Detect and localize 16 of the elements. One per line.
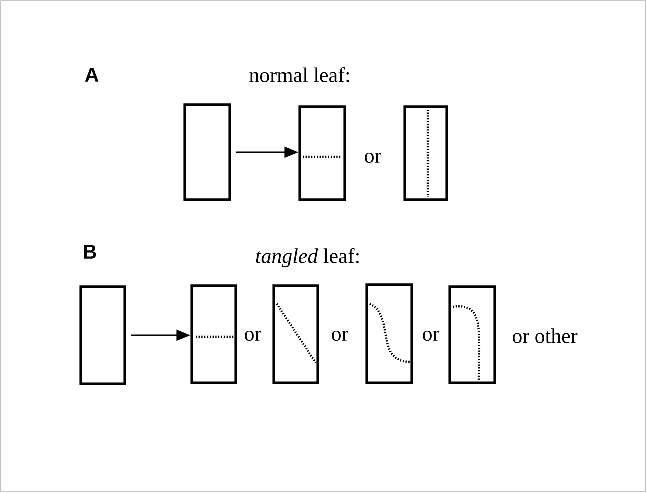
panel-letter: B xyxy=(84,245,96,259)
leaf-box xyxy=(298,106,346,202)
or-label: or xyxy=(245,330,262,342)
leaf-box xyxy=(190,284,238,384)
panel-title: normal leaf: xyxy=(250,67,350,82)
leaf-box xyxy=(272,284,320,384)
panel-letter: A xyxy=(85,68,99,82)
leaf-box xyxy=(448,286,496,384)
or-label: or xyxy=(332,330,349,342)
leaf-box xyxy=(80,286,126,386)
leaf-box xyxy=(366,284,414,384)
or-label: or xyxy=(365,152,382,164)
or-label: or xyxy=(423,330,440,342)
leaf-box xyxy=(404,106,448,202)
leaf-box xyxy=(184,104,232,202)
panel-title: tangled leaf: xyxy=(256,248,359,268)
